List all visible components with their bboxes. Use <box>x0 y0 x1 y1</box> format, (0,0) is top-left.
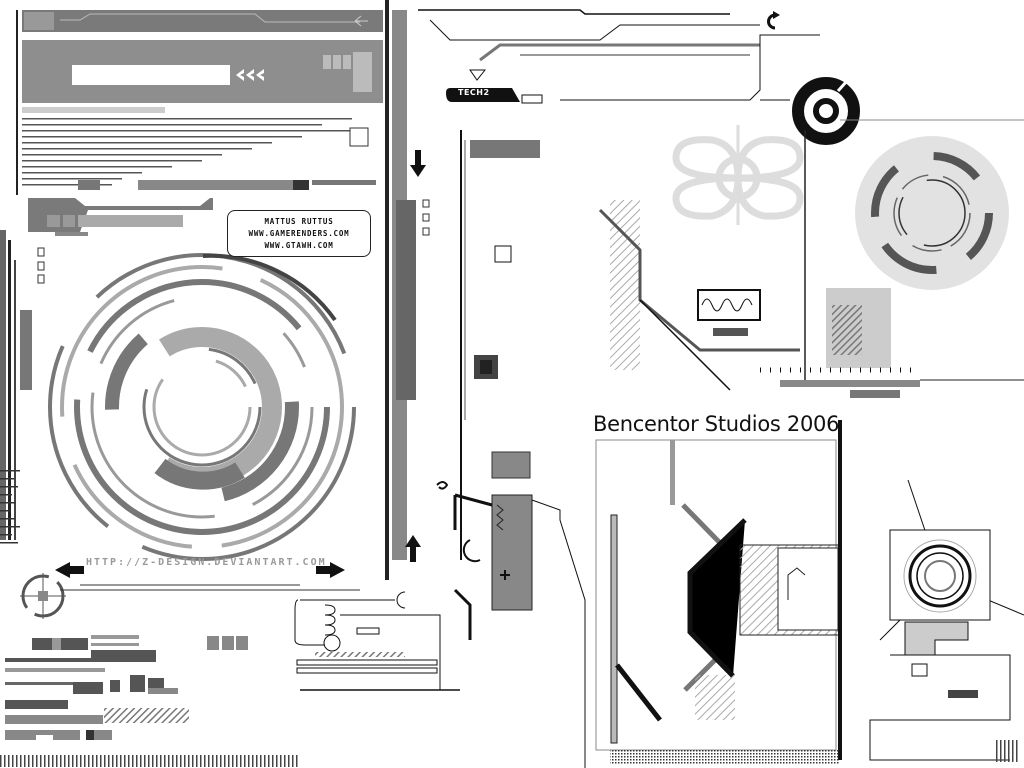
gray-dial <box>855 136 1009 290</box>
coil-circuit <box>294 591 460 691</box>
arrow-down-icon <box>410 150 426 177</box>
input-bar-decor <box>72 65 230 85</box>
target-ring-icon <box>20 573 66 619</box>
secondary-panel <box>28 198 213 236</box>
sine-wave-icon <box>697 289 761 321</box>
credit-site-gtawh: WWW.GTAWH.COM <box>264 241 334 250</box>
arrow-up-icon <box>405 535 421 562</box>
cube-icon <box>494 245 512 263</box>
arrow-right-icon <box>316 562 345 578</box>
lens-machine <box>869 479 1024 762</box>
refresh-arrow-icon <box>767 11 780 30</box>
top-circuitry <box>418 9 820 263</box>
bottom-left-blocks <box>0 635 300 767</box>
central-column <box>385 0 498 580</box>
studio-title: Bencentor Studios 2006 <box>593 412 840 436</box>
credit-author: MATTUS RUTTUS <box>264 217 334 226</box>
double-chevron-left-icon <box>236 69 264 81</box>
circuit-line <box>60 584 360 591</box>
target-ring-icon <box>792 77 860 145</box>
midright-machinery <box>598 200 1024 398</box>
lower-middle-panels <box>436 451 586 768</box>
concentric-rings-graphic <box>48 253 356 561</box>
tech-badge <box>446 88 543 104</box>
arrow-left-icon <box>55 562 84 578</box>
arrow-left-icon <box>354 15 368 27</box>
footer-url: HTTP://Z-DESIGN.DEVIANTART.COM <box>86 557 327 568</box>
studio-block <box>595 420 842 765</box>
clover-emblem <box>672 125 804 225</box>
credits-box: MATTUS RUTTUS WWW.GAMERENDERS.COM WWW.GT… <box>227 210 371 257</box>
tech-badge-label: TECH2 <box>458 88 490 97</box>
left-edge-strips <box>0 230 45 544</box>
top-left-panel <box>16 10 383 195</box>
credit-site-gamerenders: WWW.GAMERENDERS.COM <box>248 229 350 238</box>
